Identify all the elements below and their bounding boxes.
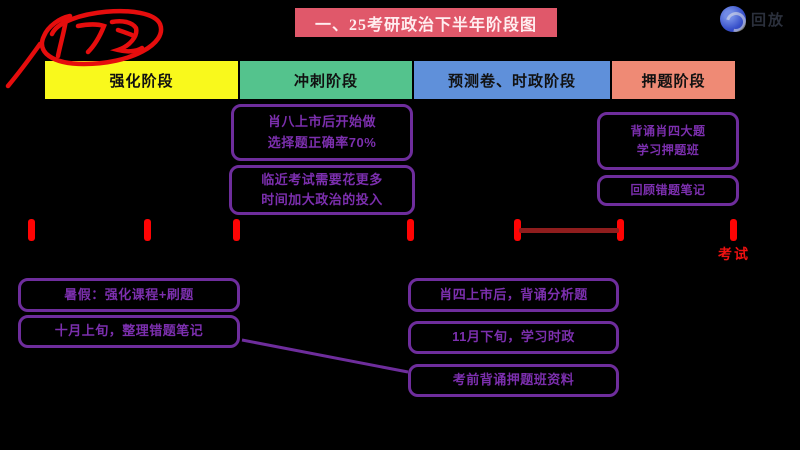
exam-label: 考试 — [718, 246, 750, 262]
phase-bar-qianghua: 强化阶段 — [45, 61, 238, 99]
note-box-bottom-left-2: 十月上旬，整理错题笔记 — [18, 315, 240, 348]
note-box-yati-1: 背诵肖四大题 学习押题班 — [597, 112, 739, 170]
note-box-bottom-right-1: 肖四上市后，背诵分析题 — [408, 278, 619, 312]
note-line: 回顾错题笔记 — [630, 183, 706, 198]
note-line: 十月上旬，整理错题笔记 — [54, 323, 204, 339]
note-line: 暑假：强化课程+刷题 — [64, 286, 194, 302]
note-box-sprint-2: 临近考试需要花更多 时间加大政治的投入 — [229, 165, 415, 215]
note-box-sprint-1: 肖八上市后开始做 选择题正确率70% — [231, 104, 413, 161]
note-box-yati-2: 回顾错题笔记 — [597, 175, 739, 206]
page-title: 一、25考研政治下半年阶段图 — [295, 8, 557, 37]
phase-bar-yuce-shizheng: 预测卷、时政阶段 — [414, 61, 610, 99]
phase-bar-yati: 押题阶段 — [612, 61, 735, 99]
note-line: 选择题正确率70% — [267, 134, 377, 150]
timeline-tick — [617, 219, 624, 241]
note-line: 11月下旬，学习时政 — [452, 329, 575, 345]
timeline-tick — [407, 219, 414, 241]
timeline-highlight-segment — [519, 228, 619, 233]
timeline-tick — [28, 219, 35, 241]
note-box-bottom-right-2: 11月下旬，学习时政 — [408, 321, 619, 354]
note-line: 时间加大政治的投入 — [261, 192, 383, 207]
phase-bar-chongci: 冲刺阶段 — [240, 61, 412, 99]
note-line: 临近考试需要花更多 — [261, 171, 383, 187]
note-line: 肖四上市后，背诵分析题 — [439, 286, 588, 302]
note-line: 学习押题班 — [636, 143, 700, 157]
watermark-text: 回放 — [751, 11, 786, 29]
swirl-logo-icon — [720, 6, 746, 32]
timeline-tick — [730, 219, 737, 241]
note-line: 考前背诵押题班资料 — [452, 372, 575, 388]
note-box-bottom-right-3: 考前背诵押题班资料 — [408, 364, 619, 397]
connector-line — [241, 338, 409, 374]
timeline-tick — [514, 219, 521, 241]
timeline-tick — [233, 219, 240, 241]
note-line: 肖八上市后开始做 — [267, 114, 376, 130]
note-box-bottom-left-1: 暑假：强化课程+刷题 — [18, 278, 240, 312]
timeline-tick — [144, 219, 151, 241]
note-line: 背诵肖四大题 — [630, 124, 706, 139]
watermark: 回放 — [720, 6, 785, 32]
